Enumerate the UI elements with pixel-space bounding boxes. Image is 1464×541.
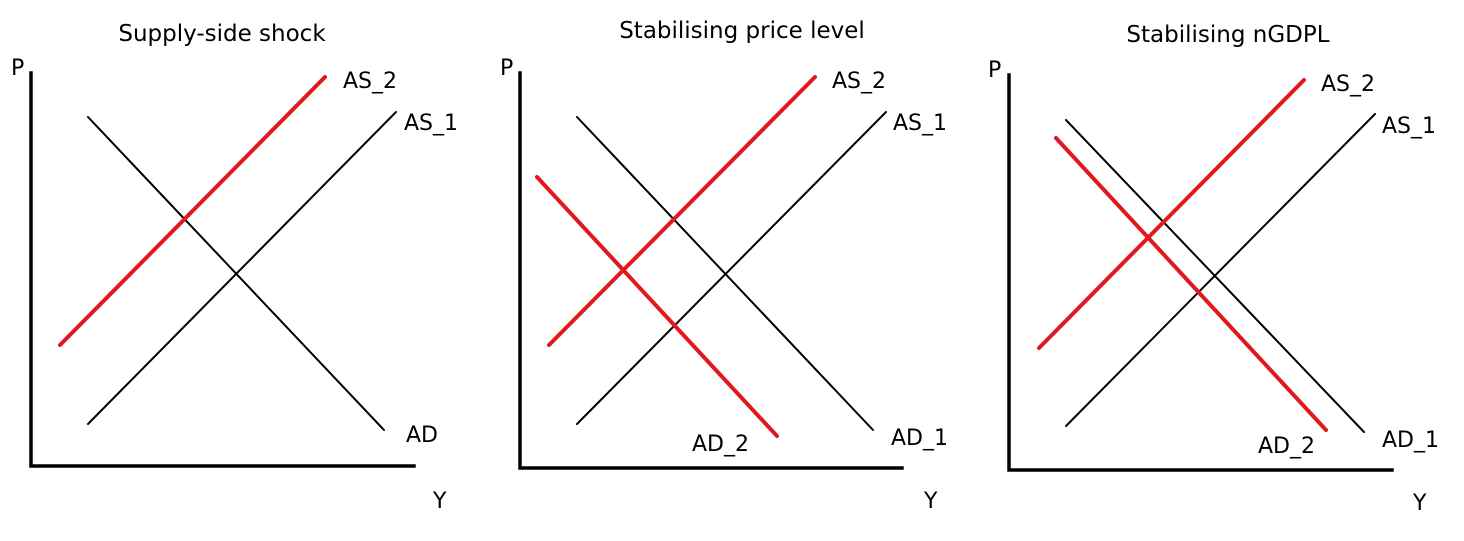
y-axis-label: P bbox=[500, 56, 513, 81]
curve-label-ad-1: AD_1 bbox=[891, 426, 948, 451]
curve-as-1 bbox=[576, 111, 887, 425]
panel-title: Stabilising nGDPL bbox=[1126, 22, 1329, 48]
curve-label-as-2: AS_2 bbox=[1321, 72, 1375, 97]
curve-ad-2 bbox=[535, 175, 779, 438]
axes bbox=[1007, 73, 1394, 472]
axes bbox=[518, 71, 904, 470]
y-axis-label: P bbox=[11, 56, 24, 81]
curve-label-ad-2: AD_2 bbox=[692, 432, 749, 457]
curve-as-1 bbox=[87, 111, 397, 425]
x-axis-label: Y bbox=[432, 489, 447, 514]
panel-stabilising-ngdpl: Stabilising nGDPL P Y AD_1 AS_1 AS_2 AD_… bbox=[988, 22, 1439, 516]
curve-label-as-1: AS_1 bbox=[893, 111, 947, 136]
curve-as-2 bbox=[58, 75, 327, 347]
x-axis-label: Y bbox=[1412, 491, 1427, 516]
panel-supply-side-shock: Supply-side shock P Y AD AS_1 AS_2 bbox=[11, 21, 458, 514]
curve-as-2 bbox=[547, 75, 817, 347]
panel-stabilising-price-level: Stabilising price level P Y AD_1 AS_1 AS… bbox=[500, 18, 948, 514]
curve-label-ad-2: AD_2 bbox=[1258, 434, 1315, 459]
y-axis-label: P bbox=[988, 58, 1001, 83]
curve-label-as-2: AS_2 bbox=[343, 69, 397, 94]
axes bbox=[29, 71, 416, 468]
curve-label-as-1: AS_1 bbox=[404, 111, 458, 136]
curve-label-ad: AD bbox=[406, 423, 438, 448]
panel-title: Supply-side shock bbox=[118, 21, 326, 47]
x-axis-label: Y bbox=[923, 489, 938, 514]
panel-title: Stabilising price level bbox=[619, 18, 865, 44]
curve-as-2 bbox=[1037, 78, 1306, 350]
curve-label-as-1: AS_1 bbox=[1382, 114, 1436, 139]
curve-as-1 bbox=[1065, 113, 1376, 427]
curve-ad-2 bbox=[1054, 136, 1328, 432]
curve-label-as-2: AS_2 bbox=[832, 69, 886, 94]
curve-label-ad-1: AD_1 bbox=[1382, 428, 1439, 453]
